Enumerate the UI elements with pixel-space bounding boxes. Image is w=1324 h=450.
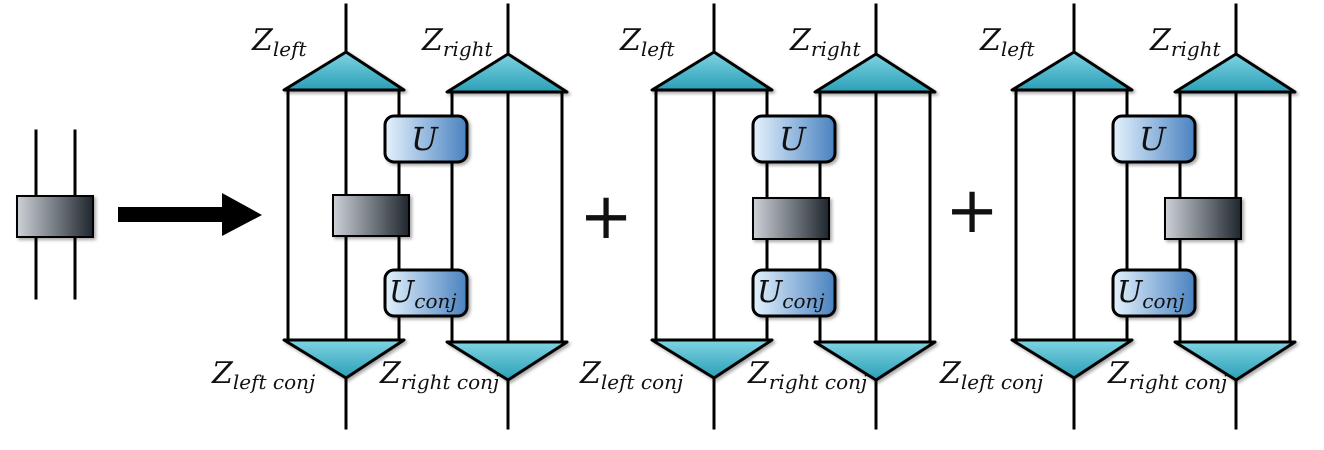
u-box <box>383 114 469 164</box>
z-right-conj-label: Zright conj <box>747 356 867 394</box>
z-left-conj-triangle <box>650 338 774 380</box>
z-right-conj-triangle <box>813 340 937 382</box>
z-right-triangle <box>445 52 569 94</box>
u-box <box>751 114 837 164</box>
z-left-conj-triangle <box>282 338 406 380</box>
z-left-triangle <box>650 50 774 92</box>
u-conj-label: Uconj <box>1117 275 1185 313</box>
gate-box <box>752 197 830 240</box>
z-right-label: Zright <box>789 23 862 61</box>
u-conj-label: Uconj <box>389 275 457 313</box>
z-right-conj-triangle <box>445 340 569 382</box>
z-left-conj-label: Zleft conj <box>211 356 315 394</box>
u-label: U <box>411 120 439 158</box>
z-left-conj-label: Zleft conj <box>579 356 683 394</box>
u-conj-box <box>383 268 469 318</box>
z-right-conj-triangle <box>1173 340 1297 382</box>
z-left-label: Zleft <box>251 23 307 61</box>
gate-box <box>1164 197 1242 240</box>
u-label: U <box>779 120 807 158</box>
z-right-triangle <box>1173 52 1297 94</box>
right-arrow-icon <box>118 193 262 236</box>
u-conj-label: Uconj <box>757 275 825 313</box>
plus-sign-1: + <box>579 180 633 254</box>
z-left-triangle <box>282 50 406 92</box>
z-left-label: Zleft <box>979 23 1035 61</box>
z-left-conj-triangle <box>1010 338 1134 380</box>
u-label: U <box>1139 120 1167 158</box>
u-conj-box <box>751 268 837 318</box>
z-right-label: Zright <box>421 23 494 61</box>
gate-box <box>332 194 410 237</box>
z-right-conj-label: Zright conj <box>379 356 499 394</box>
z-right-label: Zright <box>1149 23 1222 61</box>
z-left-conj-label: Zleft conj <box>939 356 1043 394</box>
z-left-triangle <box>1010 50 1134 92</box>
input-gate <box>16 129 94 300</box>
z-right-conj-label: Zright conj <box>1107 356 1227 394</box>
z-right-triangle <box>813 52 937 94</box>
u-box <box>1111 114 1197 164</box>
gate-box <box>16 195 94 238</box>
plus-sign-2: + <box>945 174 999 248</box>
u-conj-box <box>1111 268 1197 318</box>
z-left-label: Zleft <box>619 23 675 61</box>
